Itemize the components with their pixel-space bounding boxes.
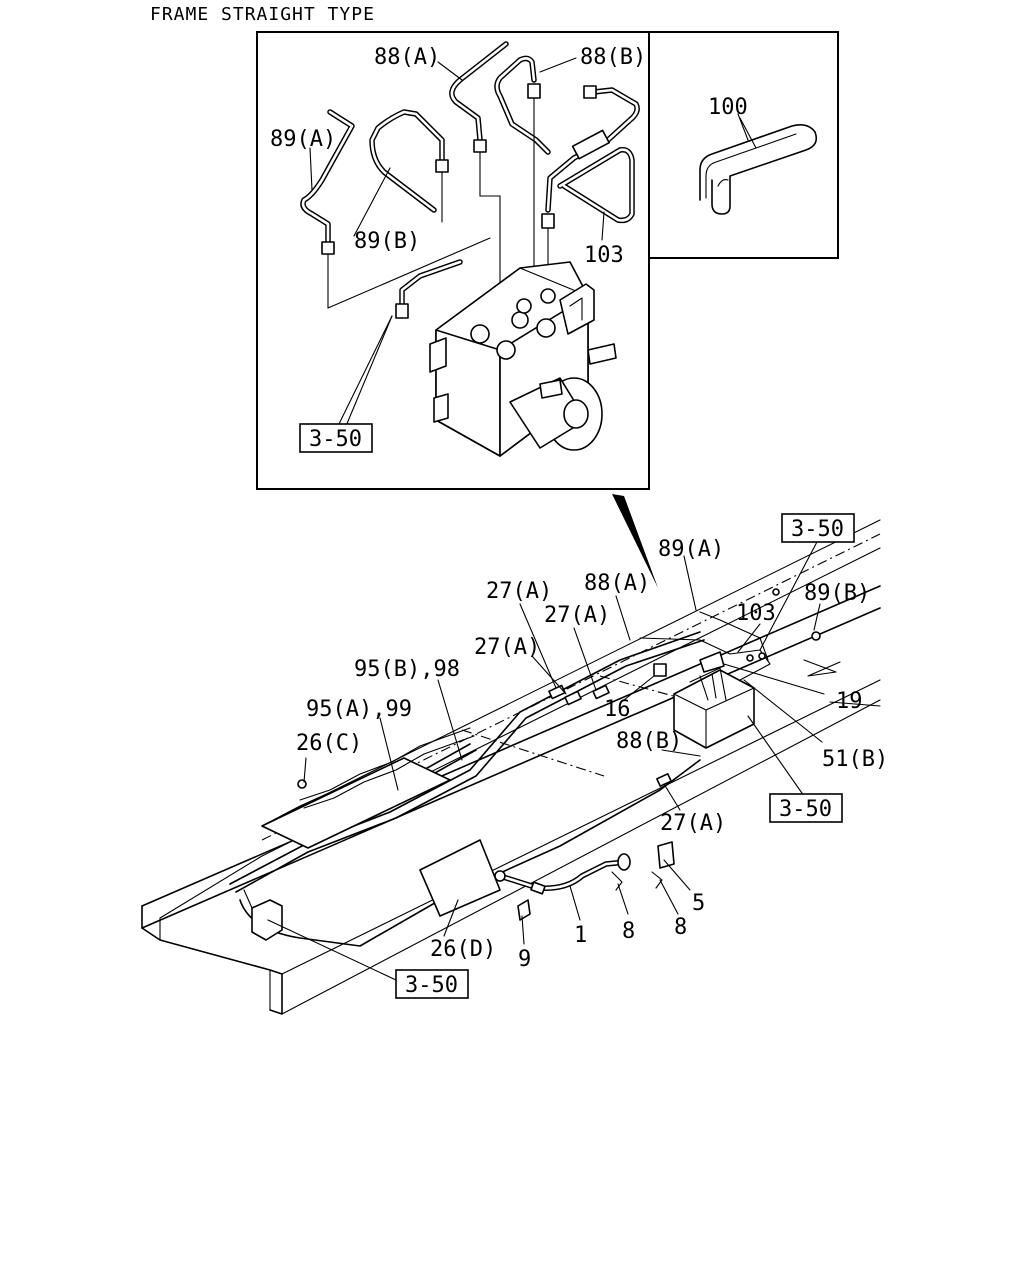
connector-27a-group bbox=[548, 684, 672, 787]
label-26c: 26(C) bbox=[296, 731, 362, 756]
abs-hydraulic-unit bbox=[429, 261, 617, 457]
bolt-5 bbox=[657, 841, 675, 869]
pipe-88a-inset bbox=[449, 41, 509, 311]
detail-pointer-arrow bbox=[612, 494, 658, 588]
label-8-b: 8 bbox=[674, 915, 687, 940]
ref-label-mid[interactable]: 3-50 bbox=[779, 797, 832, 822]
pipe-89b-inset bbox=[369, 109, 449, 223]
label-103-inset: 103 bbox=[584, 243, 624, 268]
label-95b-98: 95(B),98 bbox=[354, 657, 460, 682]
label-8-a: 8 bbox=[622, 919, 635, 944]
ref-box-top[interactable] bbox=[781, 513, 855, 543]
hose-sleeve bbox=[571, 129, 610, 160]
clip-9 bbox=[517, 899, 531, 921]
label-88a-inset: 88(A) bbox=[374, 45, 440, 70]
label-1: 1 bbox=[574, 923, 587, 948]
fitting-16 bbox=[653, 663, 667, 677]
label-51b: 51(B) bbox=[822, 747, 888, 772]
pipe-103-inset bbox=[541, 85, 640, 301]
clip-89b bbox=[811, 631, 821, 641]
inset-abs-unit-view: 3-50 88(A) 88(B) 89(A) 89(B) 100 103 bbox=[256, 31, 839, 490]
label-9: 9 bbox=[518, 947, 531, 972]
abs-unit-main bbox=[673, 669, 755, 749]
clip-26c bbox=[297, 779, 307, 789]
label-89b-inset: 89(B) bbox=[354, 229, 420, 254]
ref-box-bottom[interactable] bbox=[395, 969, 469, 999]
fitting-icon bbox=[321, 241, 335, 255]
label-88b: 88(B) bbox=[616, 729, 682, 754]
label-27a-2: 27(A) bbox=[544, 603, 610, 628]
label-27a-3: 27(A) bbox=[474, 635, 540, 660]
label-19: 19 bbox=[836, 689, 863, 714]
fitting-icon bbox=[617, 853, 631, 871]
pipe-89a-inset bbox=[300, 109, 491, 309]
inset-ref-box[interactable] bbox=[299, 423, 373, 453]
diagram-header: FRAME STRAIGHT TYPE bbox=[150, 4, 375, 25]
label-27a-1: 27(A) bbox=[486, 579, 552, 604]
pipe-88b-inset bbox=[494, 55, 551, 301]
pipe-front-inset bbox=[395, 259, 463, 319]
label-27a-4: 27(A) bbox=[660, 811, 726, 836]
label-89a: 89(A) bbox=[658, 537, 724, 562]
label-5: 5 bbox=[692, 891, 705, 916]
label-103: 103 bbox=[736, 601, 776, 626]
fitting-icon bbox=[541, 213, 555, 229]
inset-ref-label[interactable]: 3-50 bbox=[309, 427, 362, 452]
label-88b-inset: 88(B) bbox=[580, 45, 646, 70]
label-95a-99: 95(A),99 bbox=[306, 697, 412, 722]
fitting-icon bbox=[395, 303, 409, 319]
chassis-frame-view: 3-50 3-50 3-50 89(A) 88(A) 89(B) 27(A) 2… bbox=[141, 513, 888, 1015]
inset-side-frame bbox=[648, 31, 839, 259]
ref-label-top[interactable]: 3-50 bbox=[791, 517, 844, 542]
label-89a-inset: 89(A) bbox=[270, 127, 336, 152]
fitting-icon bbox=[527, 83, 541, 99]
label-89b: 89(B) bbox=[804, 581, 870, 606]
label-88a: 88(A) bbox=[584, 571, 650, 596]
fitting-icon bbox=[583, 85, 597, 99]
fitting-icon bbox=[435, 159, 449, 173]
label-16: 16 bbox=[604, 697, 631, 722]
fitting-icon bbox=[530, 881, 546, 895]
label-26d: 26(D) bbox=[430, 937, 496, 962]
ref-box-mid[interactable] bbox=[769, 793, 843, 823]
label-100-inset: 100 bbox=[708, 95, 748, 120]
proportioning-valve bbox=[251, 899, 283, 941]
ref-label-bottom[interactable]: 3-50 bbox=[405, 973, 458, 998]
edge-trim-100 bbox=[699, 117, 818, 215]
fitting-icon bbox=[473, 139, 487, 153]
